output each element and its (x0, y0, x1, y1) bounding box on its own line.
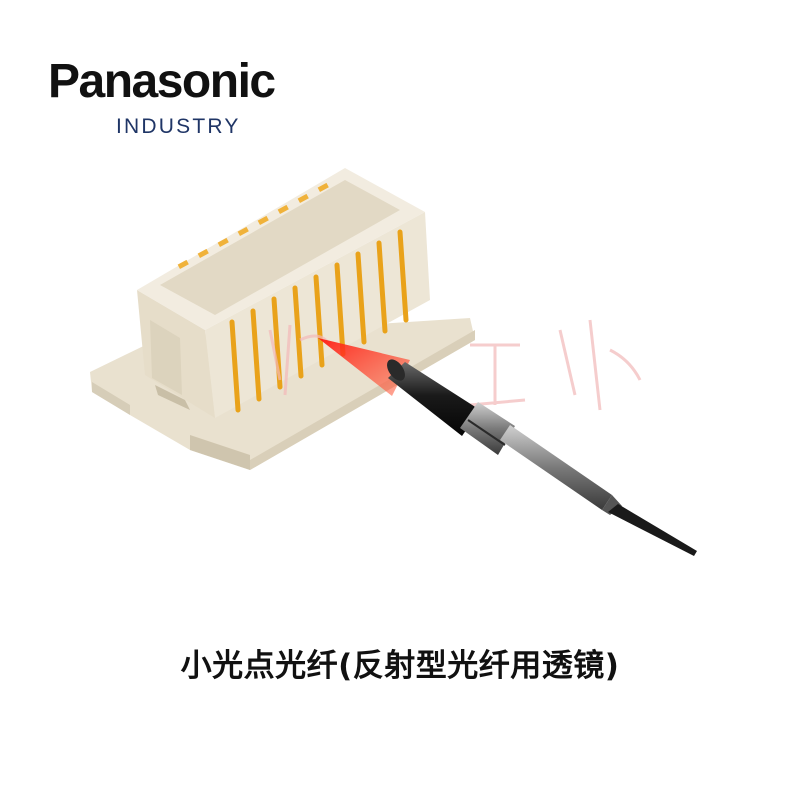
connector (90, 168, 475, 470)
contact-pins (229, 229, 409, 413)
top-pin-tips (177, 182, 329, 269)
brand-division: INDUSTRY (116, 115, 241, 138)
product-caption: 小光点光纤(反射型光纤用透镜) (180, 648, 620, 684)
panasonic-logo: Panasonic INDUSTRY (48, 55, 338, 138)
brand-name: Panasonic (48, 55, 276, 108)
fiber-probe (387, 359, 697, 556)
light-beam (318, 338, 410, 396)
